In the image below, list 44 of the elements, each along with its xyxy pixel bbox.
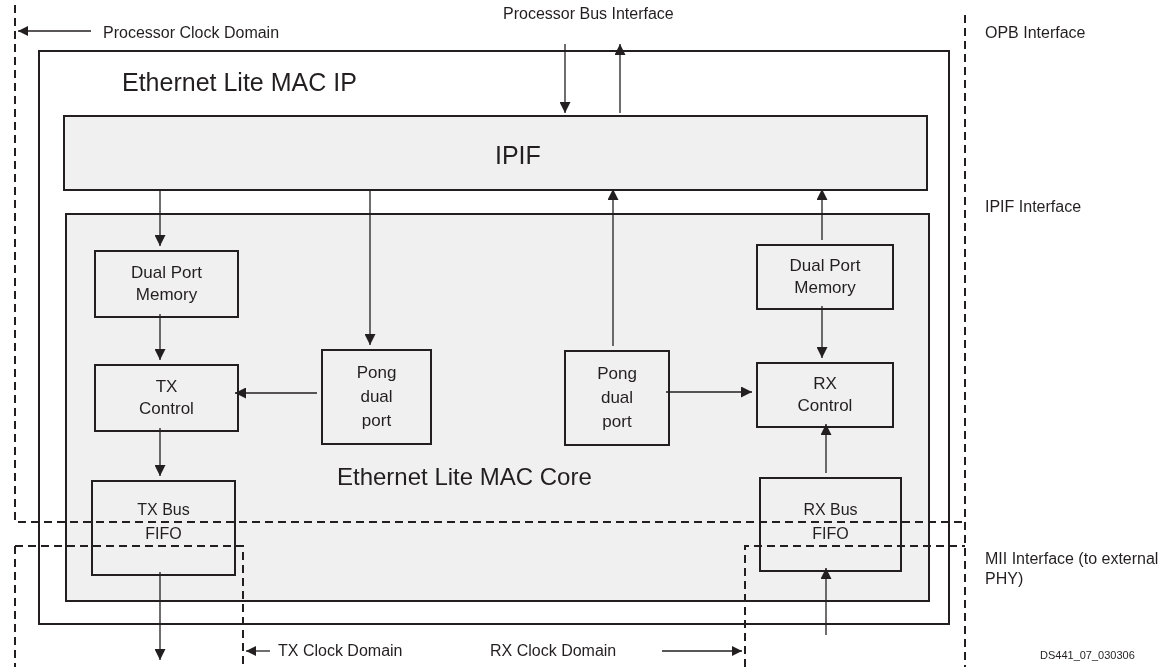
process-box: [564, 350, 670, 446]
box-label: TX Bus FIFO: [136, 500, 191, 544]
annotation-label: Processor Bus Interface: [503, 4, 674, 24]
process-box: [756, 244, 894, 310]
block-title: Ethernet Lite MAC IP: [122, 67, 357, 98]
process-box: [91, 480, 236, 576]
box-label: RX Bus FIFO: [802, 499, 859, 544]
box-label: RX Control: [796, 372, 854, 417]
annotation-label: DS441_07_030306: [1040, 648, 1135, 662]
annotation-label: MII Interface (to external PHY): [985, 549, 1160, 589]
box-label: Pong dual port: [355, 362, 398, 432]
arrow: [154, 427, 166, 477]
arrow: [154, 188, 166, 247]
arrow: [665, 386, 753, 398]
arrow: [559, 43, 571, 114]
arrow: [234, 387, 318, 399]
ip-block-box: [38, 50, 950, 625]
core-block-box: [65, 213, 930, 602]
process-box: [756, 362, 894, 428]
arrow: [154, 571, 166, 661]
arrow: [820, 567, 832, 636]
annotation-label: Processor Clock Domain: [103, 23, 280, 43]
annotation-label: RX Clock Domain: [490, 641, 617, 661]
annotation-label: TX Clock Domain: [278, 641, 403, 661]
box-label: Pong dual port: [596, 363, 638, 433]
arrow: [614, 43, 626, 114]
block-title: Ethernet Lite MAC Core: [337, 462, 592, 492]
arrow: [816, 305, 828, 359]
box-label: TX Control: [138, 375, 195, 420]
process-box: [759, 477, 902, 572]
arrow: [816, 188, 828, 241]
arrow: [820, 423, 832, 474]
process-box: [94, 364, 239, 432]
box-label: Dual Port Memory: [130, 261, 203, 306]
interface-bar: [63, 115, 928, 191]
arrow: [364, 188, 376, 346]
block-title: IPIF: [495, 140, 541, 171]
process-box: [94, 250, 239, 318]
arrow: [607, 188, 619, 347]
process-box: [321, 349, 432, 445]
annotation-label: IPIF Interface: [985, 197, 1082, 217]
annotation-label: OPB Interface: [985, 23, 1086, 43]
box-label: Dual Port Memory: [788, 254, 862, 299]
arrow: [154, 313, 166, 361]
